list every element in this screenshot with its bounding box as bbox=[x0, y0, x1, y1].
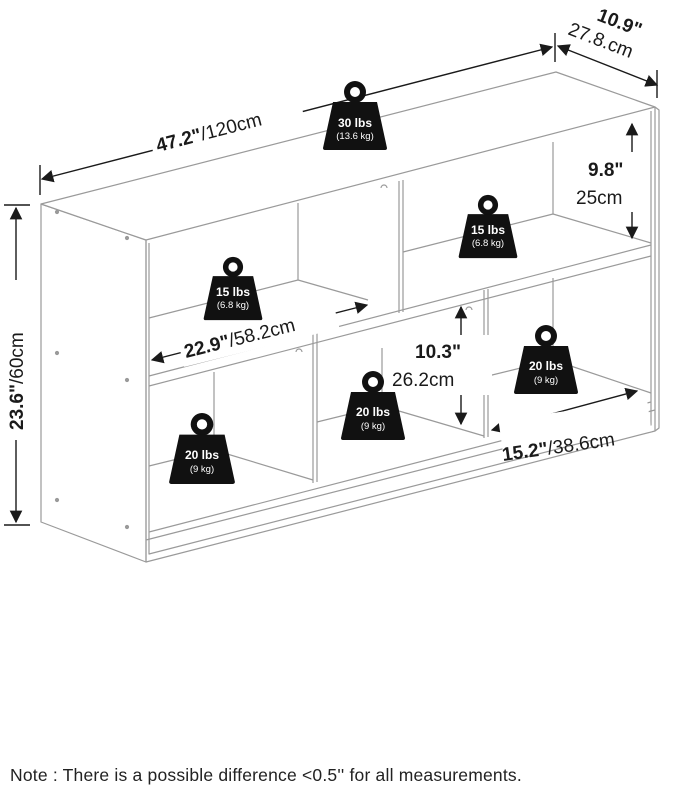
bottom-right-weight-kg: (9 kg) bbox=[534, 375, 558, 386]
bottom-left-weight-kg: (9 kg) bbox=[190, 464, 214, 475]
upper-left-weight-lbs: 15 lbs bbox=[216, 285, 250, 299]
height-label: 23.6"/60cm bbox=[7, 332, 28, 430]
top-weight-lbs: 30 lbs bbox=[338, 116, 372, 130]
measurement-note: Note : There is a possible difference <0… bbox=[10, 765, 522, 785]
height-inches: 23.6" bbox=[7, 384, 28, 430]
weight-icon: 15 lbs (6.8 kg) bbox=[203, 256, 263, 321]
bottom-middle-weight-kg: (9 kg) bbox=[361, 421, 385, 432]
upper-right-weight-lbs: 15 lbs bbox=[471, 223, 505, 237]
weight-icon: 20 lbs (9 kg) bbox=[169, 413, 235, 484]
bottom-left-weight-lbs: 20 lbs bbox=[185, 448, 219, 462]
bottom-right-weight-lbs: 20 lbs bbox=[529, 359, 563, 373]
bottom-middle-weight-lbs: 20 lbs bbox=[356, 405, 390, 419]
top-weight-kg: (13.6 kg) bbox=[336, 131, 374, 142]
weight-icon: 15 lbs (6.8 kg) bbox=[458, 194, 518, 259]
front-frame bbox=[145, 107, 656, 563]
bottom-cube-height-inches: 10.3" bbox=[415, 342, 461, 363]
left-side-panel bbox=[40, 203, 147, 563]
depth-arrow bbox=[556, 44, 659, 87]
top-cube-height-inches: 9.8" bbox=[588, 160, 623, 181]
height-cm: /60cm bbox=[7, 332, 28, 384]
svg-text:23.6"/60cm: 23.6"/60cm bbox=[7, 332, 28, 430]
upper-left-weight-kg: (6.8 kg) bbox=[217, 300, 249, 311]
upper-right-weight-kg: (6.8 kg) bbox=[472, 238, 504, 249]
weight-icon: 20 lbs (9 kg) bbox=[514, 325, 578, 394]
bottom-cube-height-cm: 26.2cm bbox=[392, 370, 454, 391]
weight-icon: 20 lbs (9 kg) bbox=[341, 371, 405, 440]
weight-icon: 30 lbs (13.6 kg) bbox=[323, 81, 387, 150]
top-cube-height-cm: 25cm bbox=[576, 188, 622, 209]
